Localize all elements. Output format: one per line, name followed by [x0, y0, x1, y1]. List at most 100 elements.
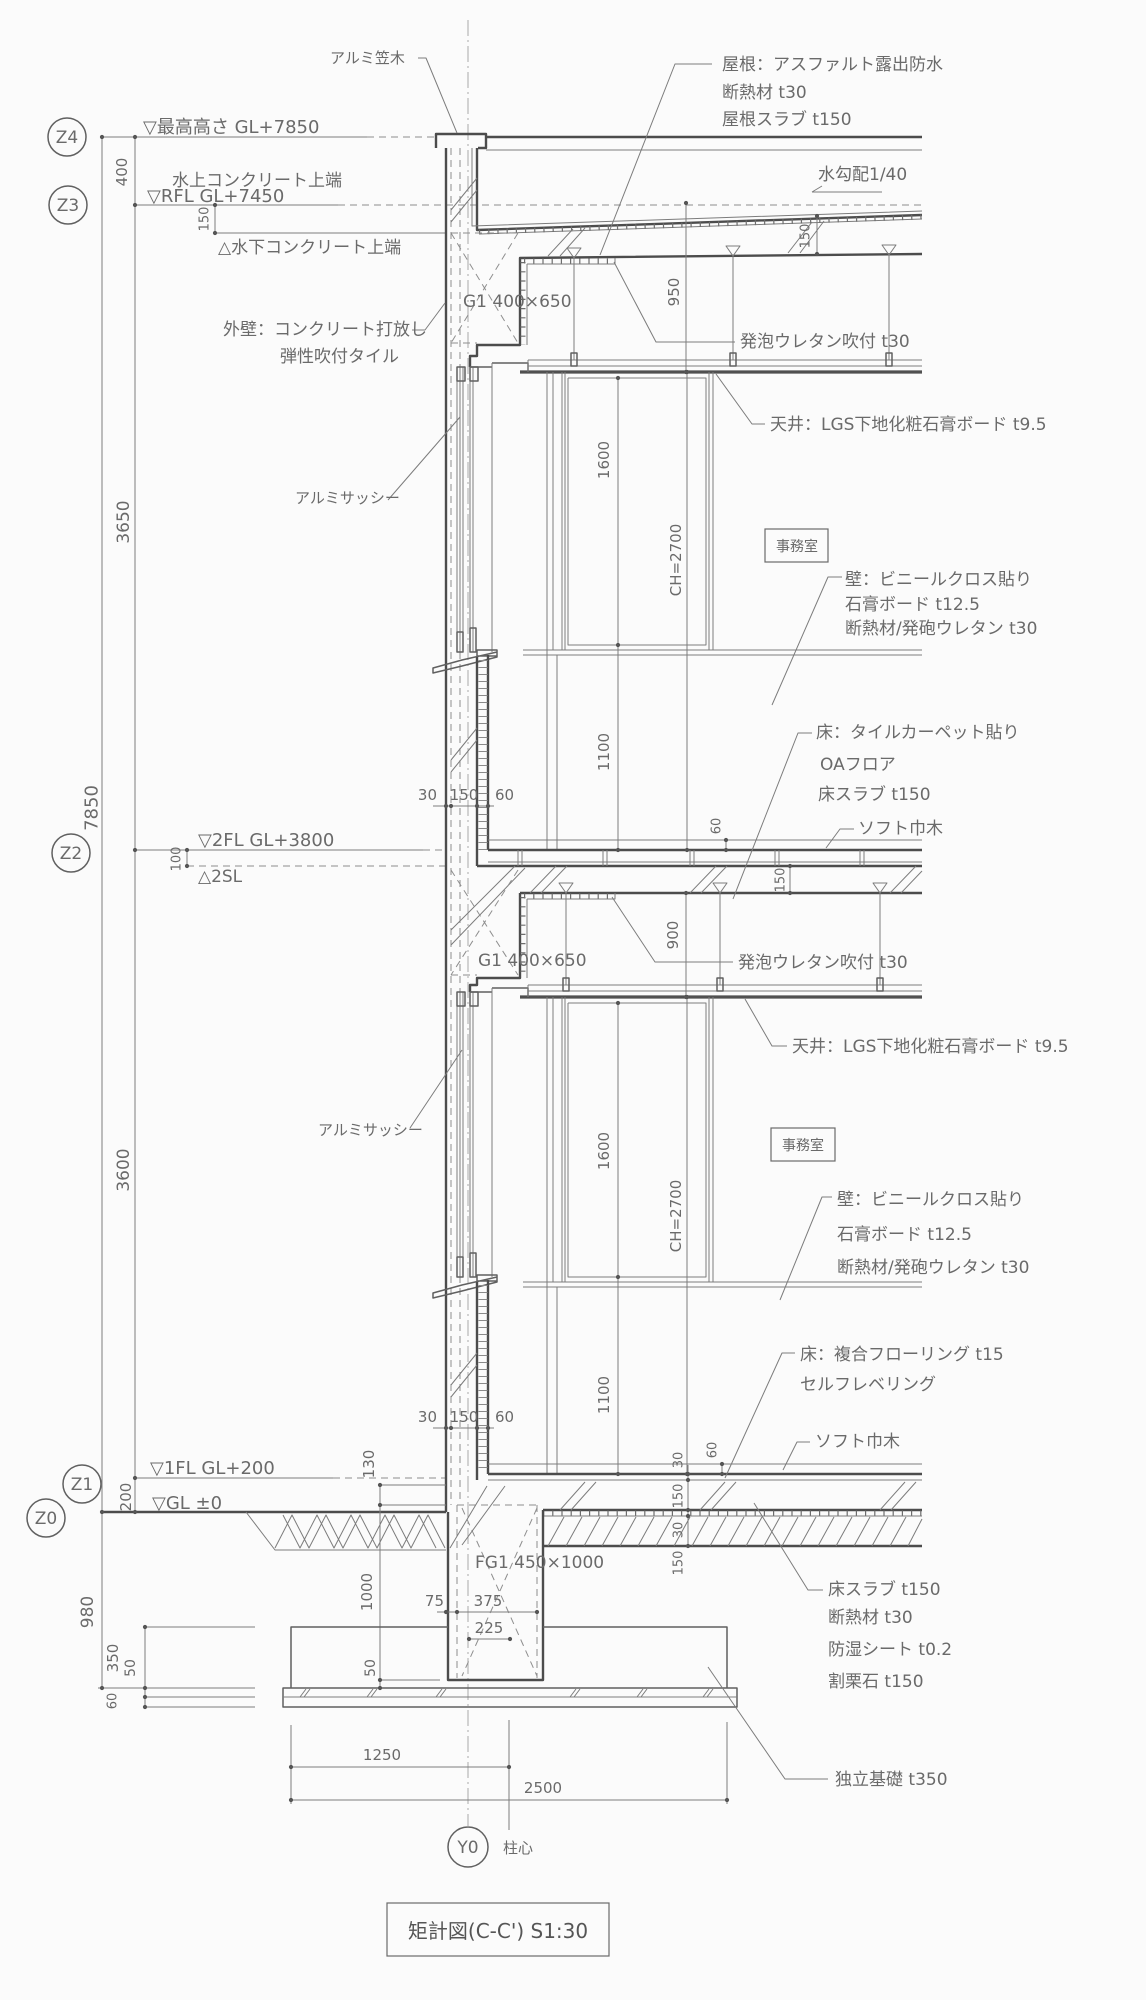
dim-ceiling-height-2f: CH=2700 — [667, 524, 685, 597]
ground-slab-1f — [488, 1472, 922, 1548]
dim-footing-thickness: 350 — [104, 1644, 122, 1673]
hanger-anchor-icon-2f — [566, 244, 897, 259]
hanger-anchor-icon-1f — [558, 882, 888, 894]
ceiling-joists-1f — [527, 893, 922, 997]
level-lines — [102, 135, 922, 1514]
level-2sl: △2SL — [198, 867, 243, 887]
level-roof-top-low: △水下コンクリート上端 — [218, 238, 401, 258]
sash-frame-members-1f — [456, 991, 479, 1278]
concrete-hatch-1f — [450, 1352, 478, 1398]
dim-footing-half: 1250 — [363, 1746, 401, 1764]
dim-sill-1f: 1100 — [595, 1376, 613, 1414]
floor-slab-2f — [477, 848, 922, 895]
concrete-hatch-slab-1f — [559, 1481, 917, 1511]
note-wall-2f-1: 壁：ビニールクロス貼り — [845, 570, 1032, 590]
earth-hatch — [274, 1514, 446, 1549]
grid-markers: Z4 Z3 Z2 Z1 Z0 Y0 柱心 — [26, 117, 533, 1868]
note-coping: アルミ笠木 — [330, 49, 405, 67]
note-sash-1f: アルミサッシー — [318, 1121, 423, 1139]
concrete-hatch-slab-2f — [450, 865, 923, 946]
dim-wall-lining-2f: 60 — [495, 786, 514, 804]
slope-arrow — [811, 185, 882, 193]
dim-ceiling-height-1f: CH=2700 — [667, 1180, 685, 1253]
level-2fl: ▽2FL GL+3800 — [198, 830, 334, 851]
note-wall-1f-3: 断熱材/発砲ウレタン t30 — [837, 1258, 1029, 1278]
grid-bubble-z0 — [26, 1498, 66, 1538]
note-floor-1f-2: セルフレベリング — [800, 1375, 936, 1395]
dim-floor-finish-1f: 30 — [672, 1452, 687, 1469]
grid-bubble-z3 — [48, 185, 88, 225]
beam-g1-outline-2f — [468, 893, 522, 992]
note-exterior-wall-1: 外壁：コンクリート打放し — [223, 320, 427, 340]
note-wall-2f-3: 断熱材/発砲ウレタン t30 — [845, 619, 1037, 639]
level-line-dashed — [187, 136, 922, 1479]
level-1fl: ▽1FL GL+200 — [150, 1458, 275, 1479]
wall-below-window-2f — [475, 655, 490, 866]
annotation-notes: アルミ笠木 屋根：アスファルト露出防水 断熱材 t30 屋根スラブ t150 水… — [223, 49, 1069, 1790]
wall-below-window-1f — [475, 1280, 490, 1480]
note-roof-3: 屋根スラブ t150 — [722, 109, 852, 130]
ground-line — [102, 135, 922, 1514]
note-ground-slab-2: 断熱材 t30 — [828, 1608, 913, 1628]
room-label-box-1f — [770, 1127, 836, 1162]
note-exterior-wall-2: 弾性吹付タイル — [280, 347, 399, 367]
dim-wall-lining-1f: 60 — [495, 1408, 514, 1426]
aluminum-coping — [434, 132, 488, 150]
note-floor-1f-1: 床：複合フローリング t15 — [800, 1345, 1004, 1365]
dimension-tick-dots — [99, 134, 820, 1803]
note-floor-2f-1: 床：タイルカーペット貼り — [816, 723, 1020, 743]
dim-baseboard-2f: 60 — [710, 818, 725, 835]
room-label-box-2f — [764, 528, 829, 563]
dim-crushed-stone: 150 — [672, 1551, 687, 1576]
note-insulation-2f: 発泡ウレタン吹付 t30 — [738, 953, 908, 973]
window-sill-1f — [432, 1274, 498, 1299]
grid-bubble-z4 — [47, 117, 87, 157]
note-beam-2f: G1 400×650 — [478, 951, 587, 971]
dimension-lines — [98, 137, 255, 1708]
concrete-hatch-2f — [450, 727, 478, 773]
leader-lines — [387, 57, 854, 1780]
dim-gl-to-1fl: 200 — [117, 1483, 135, 1512]
dim-sill-2f: 1100 — [595, 733, 613, 771]
level-labels: ▽最高高さ GL+7850 水上コンクリート上端 ▽RFL GL+7450 △水… — [143, 117, 401, 1514]
drawing-title: 矩計図(C-C') S1:30 — [408, 1919, 588, 1943]
isolated-footing-outline — [290, 1626, 728, 1688]
grid-label-y0: Y0 — [456, 1838, 478, 1858]
baseboard-and-oa-line-2f — [488, 839, 922, 863]
baseboard-and-finish-lines-1f — [488, 1463, 922, 1517]
note-roof-slope: 水勾配1/40 — [818, 165, 907, 185]
dim-story-1f: 3600 — [114, 1148, 134, 1191]
dim-footing-width: 2500 — [524, 1779, 562, 1797]
dim-fl-to-sl-2f: 100 — [170, 847, 185, 872]
foundation-beam-fg1-outline — [446, 1510, 545, 1682]
dim-window-1f: 1600 — [595, 1132, 613, 1170]
note-ground-slab-4: 割栗石 t150 — [828, 1672, 924, 1692]
room-label-1f: 事務室 — [782, 1137, 824, 1154]
dim-roof-slope-drop: 150 — [198, 207, 213, 232]
footing-dim-lines — [290, 1720, 728, 1830]
note-baseboard-2f: ソフト巾木 — [858, 819, 943, 839]
room-dim-lines-1f — [617, 997, 688, 1474]
roof-insulation-hatch — [478, 214, 923, 235]
dim-parapet: 400 — [113, 158, 131, 187]
dim-roof-ceiling-space: 950 — [665, 278, 683, 307]
grid-bubble-z2 — [51, 833, 91, 873]
ceiling-joists-2f — [527, 255, 922, 372]
note-floor-2f-2: OAフロア — [820, 755, 896, 775]
window-1f: 1600 CH=2700 1100 事務室 — [432, 988, 922, 1480]
dim-ground-slab: 150 — [672, 1484, 687, 1509]
note-footing: 独立基礎 t350 — [835, 1770, 948, 1790]
note-baseboard-1f: ソフト巾木 — [815, 1432, 900, 1452]
note-floor-2f-3: 床スラブ t150 — [818, 784, 931, 805]
note-beam-roof: G1 400×650 — [463, 292, 572, 312]
level-max-height: ▽最高高さ GL+7850 — [143, 117, 319, 138]
earth-outline — [245, 1511, 446, 1551]
hanger-clips-2f — [570, 352, 893, 367]
grid-label-z3: Z3 — [57, 196, 79, 216]
note-ceiling-1f: 天井：LGS下地化粧石膏ボード t9.5 — [792, 1036, 1069, 1057]
dim-window-2f: 1600 — [595, 441, 613, 479]
aluminum-sash-1f — [456, 988, 493, 1277]
blinding-concrete — [282, 1687, 738, 1708]
window-2f: 1600 CH=2700 1100 事務室 — [432, 363, 922, 866]
